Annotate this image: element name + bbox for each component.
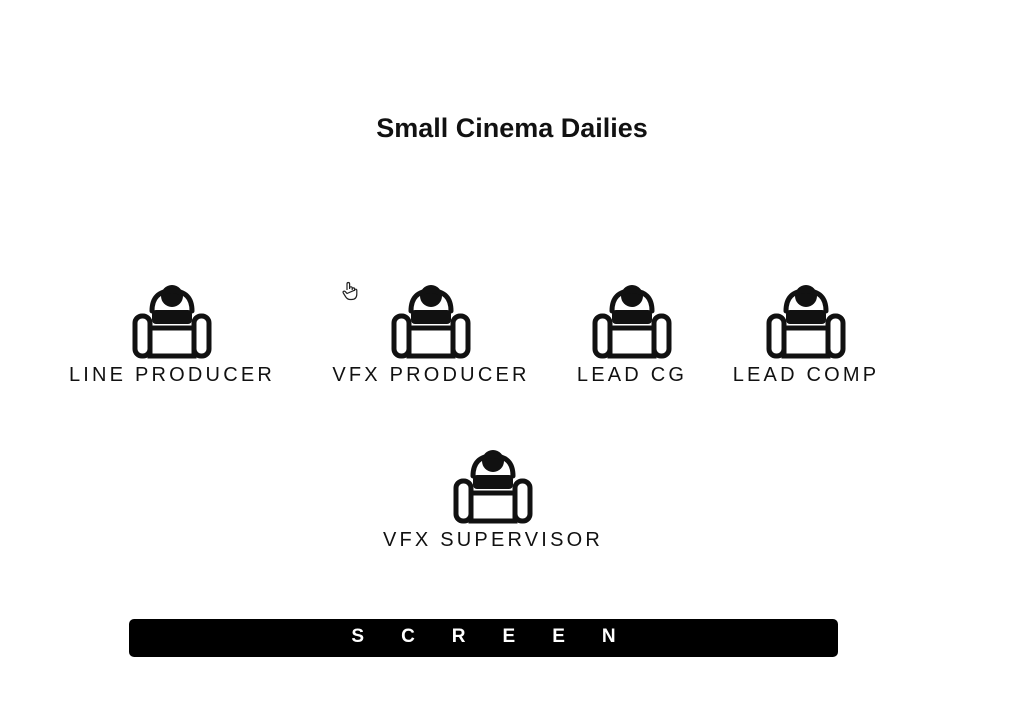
seat-label: VFX PRODUCER [332, 364, 530, 386]
seat-label: LEAD CG [576, 364, 688, 386]
seat-vfx-supervisor[interactable]: VFX SUPERVISOR [363, 448, 623, 552]
armchair-icon [592, 285, 672, 359]
cinema-screen: SCREEN [129, 619, 838, 657]
seat-line-producer[interactable]: LINE PRODUCER [42, 283, 302, 387]
seat-lead-cg[interactable]: LEAD CG [502, 283, 762, 387]
screen-label: SCREEN [351, 626, 653, 647]
seat-label: LEAD COMP [732, 364, 880, 386]
armchair-icon [391, 285, 471, 359]
armchair-icon [453, 450, 533, 524]
seat-label: LINE PRODUCER [68, 364, 276, 386]
hand-pointer-icon [342, 281, 358, 301]
armchair-icon [132, 285, 212, 359]
seat-vfx-producer[interactable]: VFX PRODUCER [301, 283, 561, 387]
seat-label: VFX SUPERVISOR [382, 529, 604, 551]
page-title: Small Cinema Dailies [376, 113, 648, 143]
armchair-icon [766, 285, 846, 359]
seat-lead-comp[interactable]: LEAD COMP [676, 283, 936, 387]
